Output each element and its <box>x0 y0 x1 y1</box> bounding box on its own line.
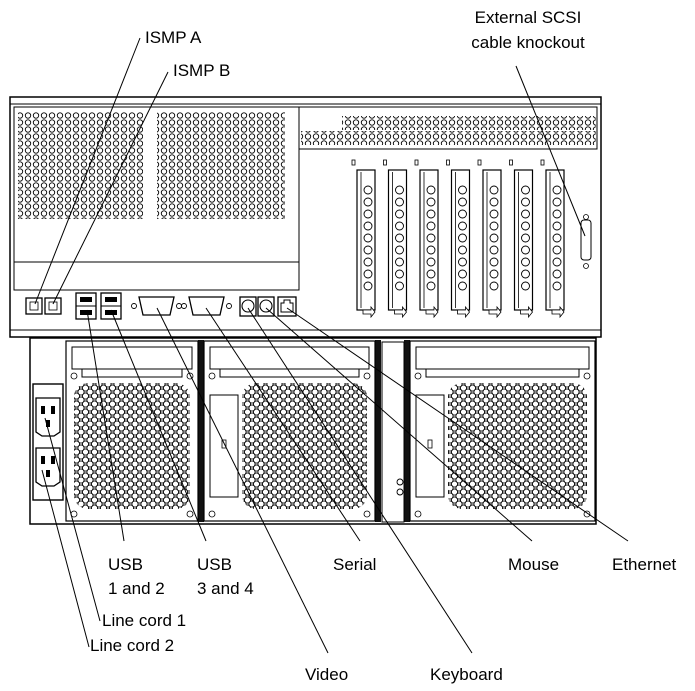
left-vent-grid-2 <box>157 112 285 219</box>
label-usb-12-line1: USB <box>108 555 143 575</box>
serial-port <box>189 297 224 315</box>
label-usb-12-line2: 1 and 2 <box>108 579 165 599</box>
label-ismp-a: ISMP A <box>145 28 201 48</box>
label-video: Video <box>305 665 348 685</box>
pci-top-vent-2 <box>301 131 596 145</box>
fan-vent-grid <box>242 383 367 509</box>
label-mouse: Mouse <box>508 555 559 575</box>
hot-swap-bay <box>66 341 198 521</box>
label-line-cord-1: Line cord 1 <box>102 611 186 631</box>
fan-vent-grid <box>448 383 587 509</box>
left-vent-grid-1 <box>18 112 143 219</box>
label-usb-34-line1: USB <box>197 555 232 575</box>
fan-vent-grid <box>74 383 190 509</box>
label-ismp-b: ISMP B <box>173 61 230 81</box>
line-cord-2-inlet <box>36 448 60 486</box>
label-line-cord-2: Line cord 2 <box>90 636 174 656</box>
label-usb-34-line2: 3 and 4 <box>197 579 254 599</box>
hot-swap-bay <box>204 341 375 521</box>
pci-top-vent <box>342 116 596 130</box>
label-external-scsi-line2: cable knockout <box>448 33 608 53</box>
power-inlets <box>33 384 63 500</box>
video-port <box>139 297 174 315</box>
label-serial: Serial <box>333 555 376 575</box>
label-ethernet: Ethernet <box>612 555 676 575</box>
hot-swap-bay <box>410 341 595 521</box>
label-keyboard: Keyboard <box>430 665 503 685</box>
label-external-scsi-line1: External SCSI <box>448 8 608 28</box>
hot-swap-bays <box>66 341 595 521</box>
